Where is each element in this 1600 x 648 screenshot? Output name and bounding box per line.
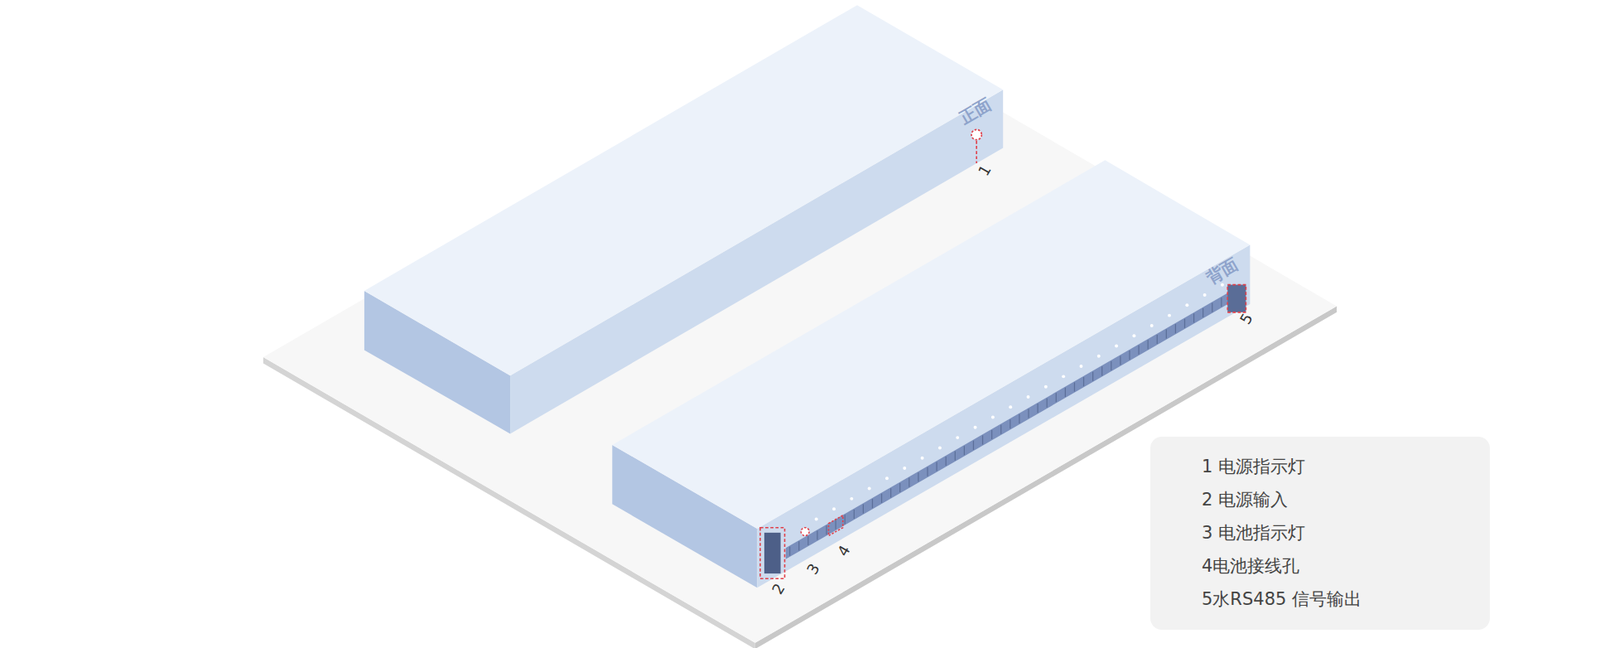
indicator-dot xyxy=(1061,374,1066,378)
callout-frame xyxy=(828,515,844,536)
terminal-slot xyxy=(926,467,928,477)
indicator-dot xyxy=(955,435,960,439)
terminal-slot xyxy=(862,504,864,514)
terminal-slot xyxy=(835,520,837,530)
terminal-slot xyxy=(991,429,993,439)
terminal-slot xyxy=(1211,303,1213,313)
terminal-slot xyxy=(807,535,809,545)
terminal-slot xyxy=(1220,297,1222,307)
indicator-dot xyxy=(1044,385,1048,389)
terminal-slot xyxy=(890,487,892,497)
indicator-dot xyxy=(832,506,836,511)
indicator-dot xyxy=(1167,313,1172,318)
terminal-slot xyxy=(917,472,919,482)
terminal-slot xyxy=(844,514,846,524)
indicator-dot xyxy=(1203,293,1207,297)
indicator-dot xyxy=(1132,333,1136,338)
terminal-slot xyxy=(1166,329,1167,339)
terminal-slot xyxy=(973,440,974,450)
terminal-slot xyxy=(1119,356,1121,366)
indicator-dot xyxy=(1185,303,1189,307)
indicator-dot xyxy=(1079,364,1083,368)
terminal-slot xyxy=(1202,308,1204,318)
terminal-slot xyxy=(1055,392,1057,402)
legend-item: 2 电源输入 xyxy=(1201,482,1474,516)
terminal-slot xyxy=(881,493,882,503)
legend-item: 4电池接线孔 xyxy=(1201,549,1474,583)
indicator-dot xyxy=(991,415,995,420)
terminal-slot xyxy=(982,434,984,444)
terminal-slot xyxy=(1147,339,1149,349)
terminal-slot xyxy=(1193,313,1195,323)
indicator-dot xyxy=(1026,395,1031,399)
indicator-dot xyxy=(867,486,872,491)
indicator-dot xyxy=(973,425,978,429)
terminal-slot xyxy=(1027,408,1029,418)
terminal-slot xyxy=(1092,371,1094,381)
leader-line xyxy=(975,140,978,164)
indicator-dot xyxy=(1097,354,1101,358)
callout-frame xyxy=(1227,284,1246,313)
terminal-slot xyxy=(1074,381,1075,391)
terminal-slot xyxy=(1036,403,1038,413)
terminal-slot xyxy=(1009,419,1011,429)
terminal-slot xyxy=(908,477,910,487)
callout-frame xyxy=(760,527,786,579)
indicator-dot xyxy=(1114,344,1119,348)
terminal-slot xyxy=(1018,414,1020,424)
terminal-slot xyxy=(789,546,791,556)
callout-frame xyxy=(971,129,982,140)
terminal-slot xyxy=(1065,387,1066,397)
terminal-slot xyxy=(963,445,965,455)
terminal-slot xyxy=(954,451,956,461)
indicator-dot xyxy=(849,496,854,501)
legend-panel: 1 电源指示灯2 电源输入3 电池指示灯4电池接线孔5水RS485 信号输出 xyxy=(1150,436,1490,630)
terminal-slot xyxy=(853,509,855,519)
callout-frame xyxy=(800,527,810,536)
indicator-dot xyxy=(814,516,819,521)
legend-item: 3 电池指示灯 xyxy=(1201,515,1474,550)
power-socket xyxy=(764,532,781,574)
indicator-dot xyxy=(885,476,889,480)
terminal-slot xyxy=(1000,424,1002,434)
terminal-slot xyxy=(872,498,873,508)
terminal-slot xyxy=(1184,318,1186,328)
terminal-slot xyxy=(1156,334,1158,344)
indicator-dot xyxy=(1150,323,1154,328)
terminal-slot xyxy=(1101,366,1103,376)
terminal-slot xyxy=(1137,345,1139,355)
indicator-dot xyxy=(920,456,925,460)
terminal-slot xyxy=(1110,361,1112,371)
indicator-dot xyxy=(902,466,907,470)
terminal-slot xyxy=(1046,398,1048,408)
terminal-slot xyxy=(1128,350,1130,360)
indicator-dot xyxy=(938,445,942,449)
terminal-slot xyxy=(1083,376,1085,386)
terminal-slot xyxy=(899,482,901,492)
terminal-slot xyxy=(1175,323,1176,333)
terminal-slot xyxy=(825,525,827,535)
legend-item: 1 电源指示灯 xyxy=(1201,449,1474,483)
indicator-dot xyxy=(1008,404,1013,409)
terminal-slot xyxy=(798,540,800,550)
terminal-slot xyxy=(945,456,947,466)
terminal-slot xyxy=(935,461,937,471)
terminal-slot xyxy=(816,530,818,540)
legend-item: 5水RS485 信号输出 xyxy=(1201,582,1474,616)
